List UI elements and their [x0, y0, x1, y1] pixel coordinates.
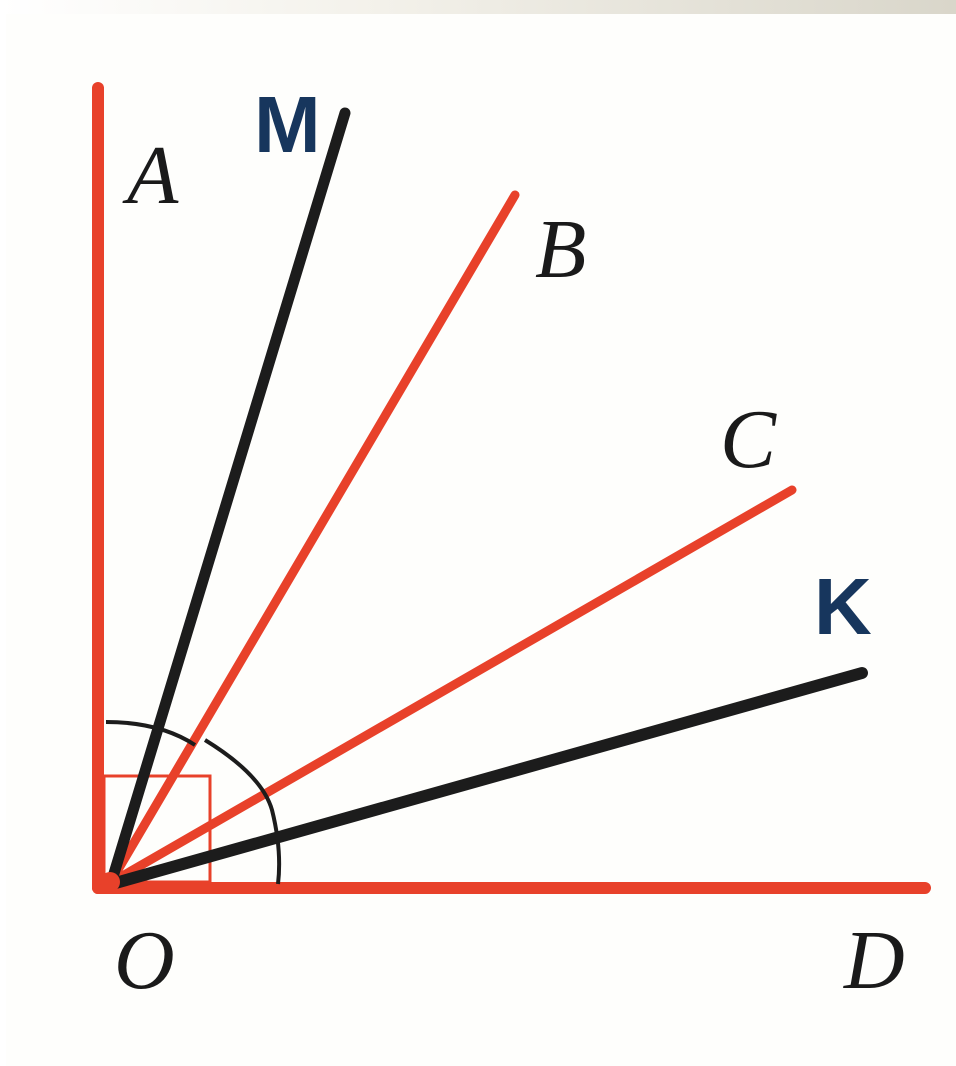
arc-aob	[105, 720, 197, 747]
label-m: M	[254, 80, 321, 169]
ray-ob	[107, 190, 520, 885]
ray-oc	[107, 485, 797, 887]
vertex-o-dot	[100, 872, 120, 892]
label-a: A	[122, 129, 179, 222]
label-b: B	[535, 203, 586, 296]
label-d: D	[843, 914, 905, 1007]
ray-om	[106, 107, 351, 886]
top-shadow-band	[0, 0, 956, 14]
label-o: O	[114, 914, 175, 1007]
ray-ok	[106, 667, 868, 890]
label-k: K	[814, 562, 872, 651]
arc-boc	[203, 738, 282, 885]
label-c: C	[720, 393, 777, 486]
right-angle-mark	[102, 774, 212, 884]
